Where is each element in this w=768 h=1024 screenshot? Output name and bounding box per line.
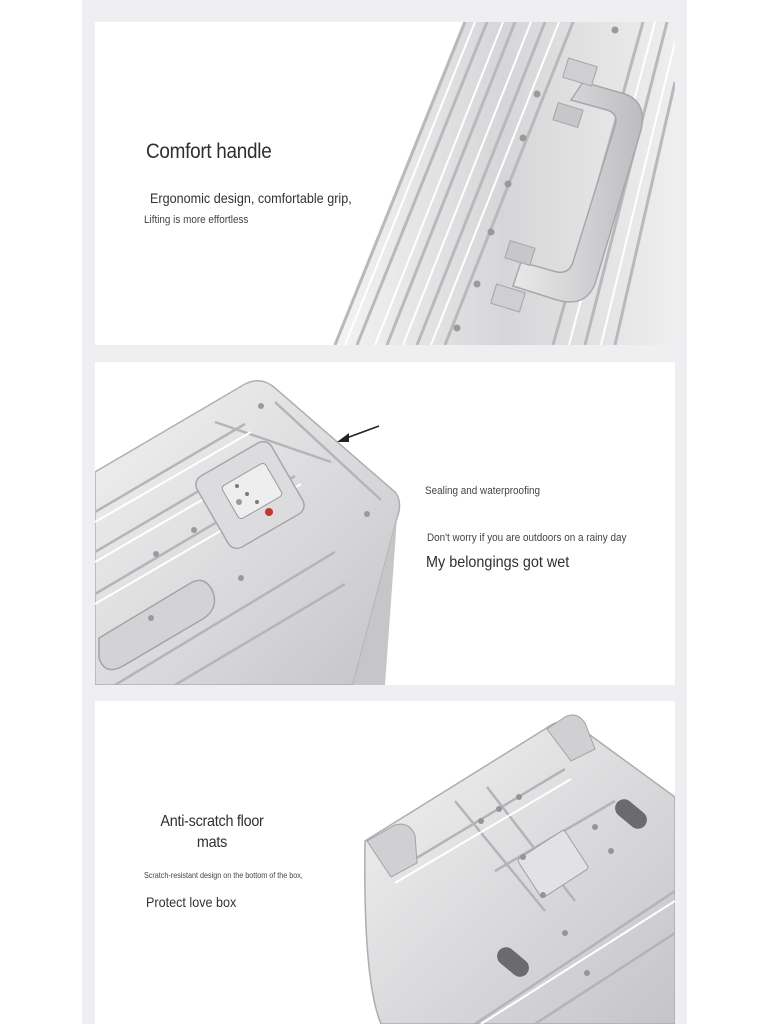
anti-scratch-panel: Anti-scratch floor mats Scratch-resistan…	[95, 701, 675, 1024]
section-title: Sealing and waterproofing	[425, 485, 541, 497]
section-line: Scratch-resistant design on the bottom o…	[144, 871, 303, 880]
comfort-handle-panel: Comfort handle Ergonomic design, comfort…	[95, 22, 675, 345]
page-frame: Comfort handle Ergonomic design, comfort…	[82, 0, 687, 1024]
section-line: Don't worry if you are outdoors on a rai…	[427, 532, 627, 544]
waterproof-panel: Sealing and waterproofing Don't worry if…	[95, 362, 675, 685]
section-line: Ergonomic design, comfortable grip,	[150, 190, 352, 206]
section-title: mats	[196, 834, 228, 851]
section-line: Lifting is more effortless	[144, 214, 249, 226]
section-title: Anti-scratch floor	[160, 813, 264, 830]
handle-closeup-image	[333, 22, 675, 345]
section-line: Protect love box	[146, 894, 237, 910]
section-title: Comfort handle	[146, 140, 272, 163]
section-line: My belongings got wet	[426, 554, 570, 571]
luggage-bottom-image	[364, 714, 675, 1024]
luggage-corner-image	[95, 380, 401, 685]
